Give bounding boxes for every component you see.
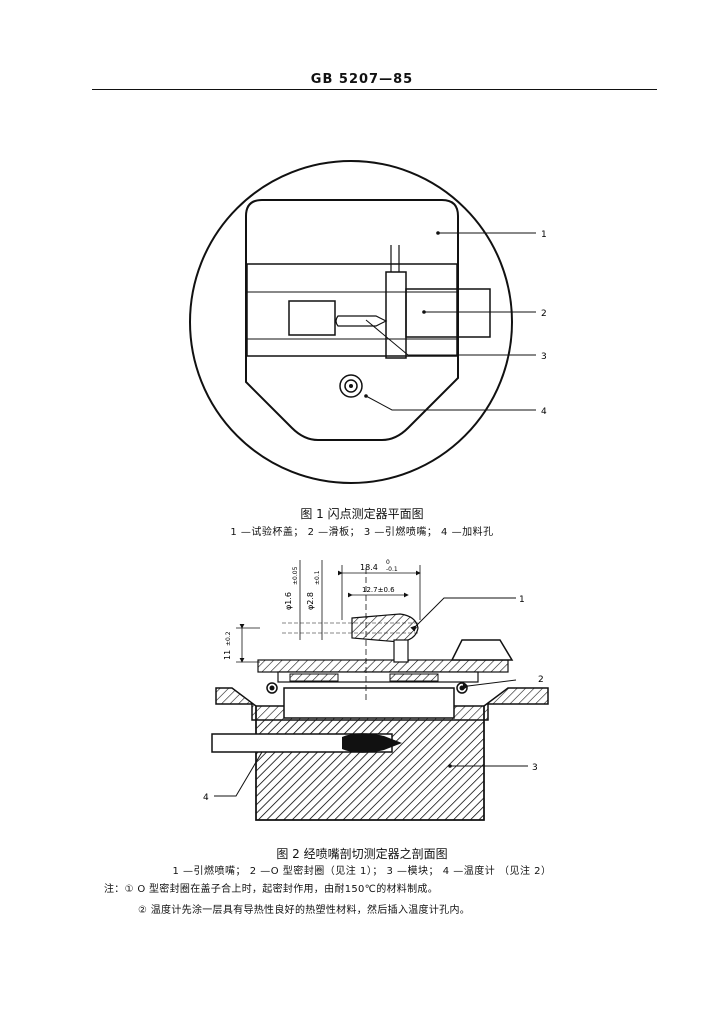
dim-phi-2-8: φ2.8 [306,592,315,610]
ignition-nozzle-section [351,613,419,643]
slide-plate [246,263,458,357]
header-rule [92,89,657,90]
figure2-drawing: 18.4 0 -0.1 12.7±0.6 φ1.6 ±0.05 φ2.8 ±0.… [203,559,549,821]
figure1-title: 图 1 闪点测定器平面图 [300,507,424,521]
note-2: ② 温度计先涂一层具有导热性良好的热塑性材料，然后插入温度计孔内。 [138,905,471,916]
figure2-title: 图 2 经喷嘴剖切测定器之剖面图 [276,847,448,861]
dim-12-7: 12.7±0.6 [362,586,395,594]
dim-18-4-tol-bottom: -0.1 [386,566,398,573]
dim-11-tol: ±0.2 [225,631,232,646]
note-1: 注：① O 型密封圈在盖子合上时，起密封作用，由耐150℃的材料制成。 [104,884,439,895]
fig2-callout-1: 1 [519,595,525,605]
figure1-drawing: 1 2 3 4 [189,160,547,484]
fig2-callout-3: 3 [532,763,538,773]
cover-section [257,659,509,673]
figure1-legend: 1 —试验杯盖； 2 —滑板； 3 —引燃喷嘴； 4 —加料孔 [230,527,494,538]
dim-phi-2-8-tol: ±0.1 [314,570,321,585]
dim-phi-1-6-tol: ±0.05 [292,566,299,585]
fig1-callout-4: 4 [541,407,547,417]
cover-plate [245,199,459,441]
fig1-callout-2: 2 [541,309,547,319]
fig1-callout-3: 3 [541,352,547,362]
fig1-callout-1: 1 [541,230,547,240]
test-cup-recess [283,687,455,719]
standard-number: GB 5207—85 [310,72,414,87]
dim-18-4-tol-top: 0 [386,559,390,566]
fig2-callout-2: 2 [538,675,544,685]
filling-hole-outer [339,374,363,398]
tester-outline-circle [189,160,513,484]
dim-11: 11 [223,650,232,660]
filling-hole-inner [344,379,358,393]
dim-18-4: 18.4 [360,563,378,572]
fig2-callout-4: 4 [203,793,209,803]
slide-handle-section [450,639,514,661]
slide-handle [405,288,491,338]
dim-phi-1-6: φ1.6 [284,592,293,610]
ignition-nozzle [335,315,388,327]
shutter-window [288,300,336,336]
figure2-legend: 1 —引燃喷嘴； 2 —O 型密封圈（见注 1）； 3 —模块； 4 —温度计 … [172,866,552,877]
